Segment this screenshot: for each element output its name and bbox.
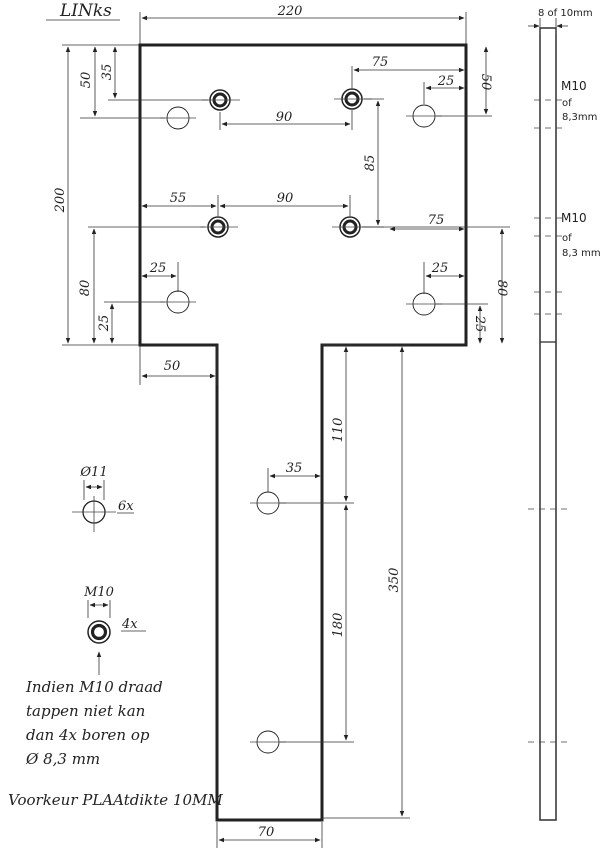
note-line-4: Ø 8,3 mm: [25, 750, 100, 768]
hole-m10: [202, 89, 240, 111]
dim-85: 85: [363, 155, 378, 172]
dim-right-80: 80: [494, 280, 509, 297]
legend-4x: 4x: [121, 617, 138, 632]
dim-row1-90: 90: [276, 110, 293, 125]
dim-200: 200: [53, 188, 68, 214]
dim-110: 110: [331, 418, 346, 443]
dim-left-35: 35: [100, 64, 115, 81]
legend-m10-icon: [87, 620, 111, 644]
plate-outline: [138, 43, 468, 822]
side-83mm-mid: 8,3 mm: [562, 248, 600, 259]
legend-d11-label: Ø11: [79, 465, 107, 480]
dim-180: 180: [331, 613, 346, 638]
side-thickness-label: 8 of 10mm: [538, 8, 593, 19]
side-of-mid: of: [562, 233, 572, 244]
dim-left-80: 80: [78, 280, 93, 297]
dim-220: 220: [277, 4, 303, 19]
side-83mm-top: 8,3mm: [562, 112, 597, 123]
hole-11mm: [160, 106, 196, 130]
dim-35: 35: [286, 461, 303, 476]
note-plate-thickness: Voorkeur PLAAtdikte 10MM: [8, 791, 223, 809]
side-m10-top: M10: [561, 79, 587, 93]
dim-row1-25: 25: [437, 74, 455, 89]
dim-row2-90: 90: [277, 191, 294, 206]
legend-m10-label: M10: [83, 585, 114, 600]
dim-left-50: 50: [79, 72, 94, 89]
dim-70: 70: [258, 825, 275, 840]
legend-m10: M10 4x: [83, 585, 146, 675]
notes: Indien M10 draad tappen niet kan dan 4x …: [8, 678, 223, 809]
hole-11mm: [160, 290, 196, 314]
dim-row3-25-right: 25: [431, 261, 449, 276]
hole-m10: [200, 216, 238, 238]
dim-right-50: 50: [478, 74, 493, 91]
dim-row2-75: 75: [428, 213, 445, 228]
dim-left-25: 25: [97, 315, 112, 333]
side-view-plate: [539, 27, 557, 821]
legend-hole-11: Ø11 6x: [72, 465, 134, 532]
note-line-3: dan 4x boren op: [26, 726, 150, 744]
drawing-title: LINks: [46, 1, 120, 21]
dim-right-25: 25: [472, 315, 487, 333]
note-line-2: tappen niet kan: [26, 702, 145, 720]
dim-row1-75: 75: [372, 55, 389, 70]
side-of-top: of: [562, 98, 572, 109]
dim-shoulder-50: 50: [164, 359, 181, 374]
dim-row3-25-left: 25: [149, 261, 167, 276]
side-m10-mid: M10: [561, 211, 587, 225]
side-view: 8 of 10mm M10 of 8,3mm M10 of 8,3 mm: [528, 8, 600, 821]
note-line-1: Indien M10 draad: [25, 678, 163, 696]
hole-m10: [334, 88, 372, 110]
title-text: LINks: [59, 1, 112, 21]
dimension-labels: 220 200 50 35 80 25 50 80 25 75 25 90 85…: [53, 4, 509, 840]
holes: [160, 88, 442, 754]
dim-350: 350: [387, 568, 402, 593]
dimension-lines: [62, 12, 510, 848]
dim-row2-55: 55: [170, 191, 187, 206]
legend-6x: 6x: [118, 499, 134, 514]
